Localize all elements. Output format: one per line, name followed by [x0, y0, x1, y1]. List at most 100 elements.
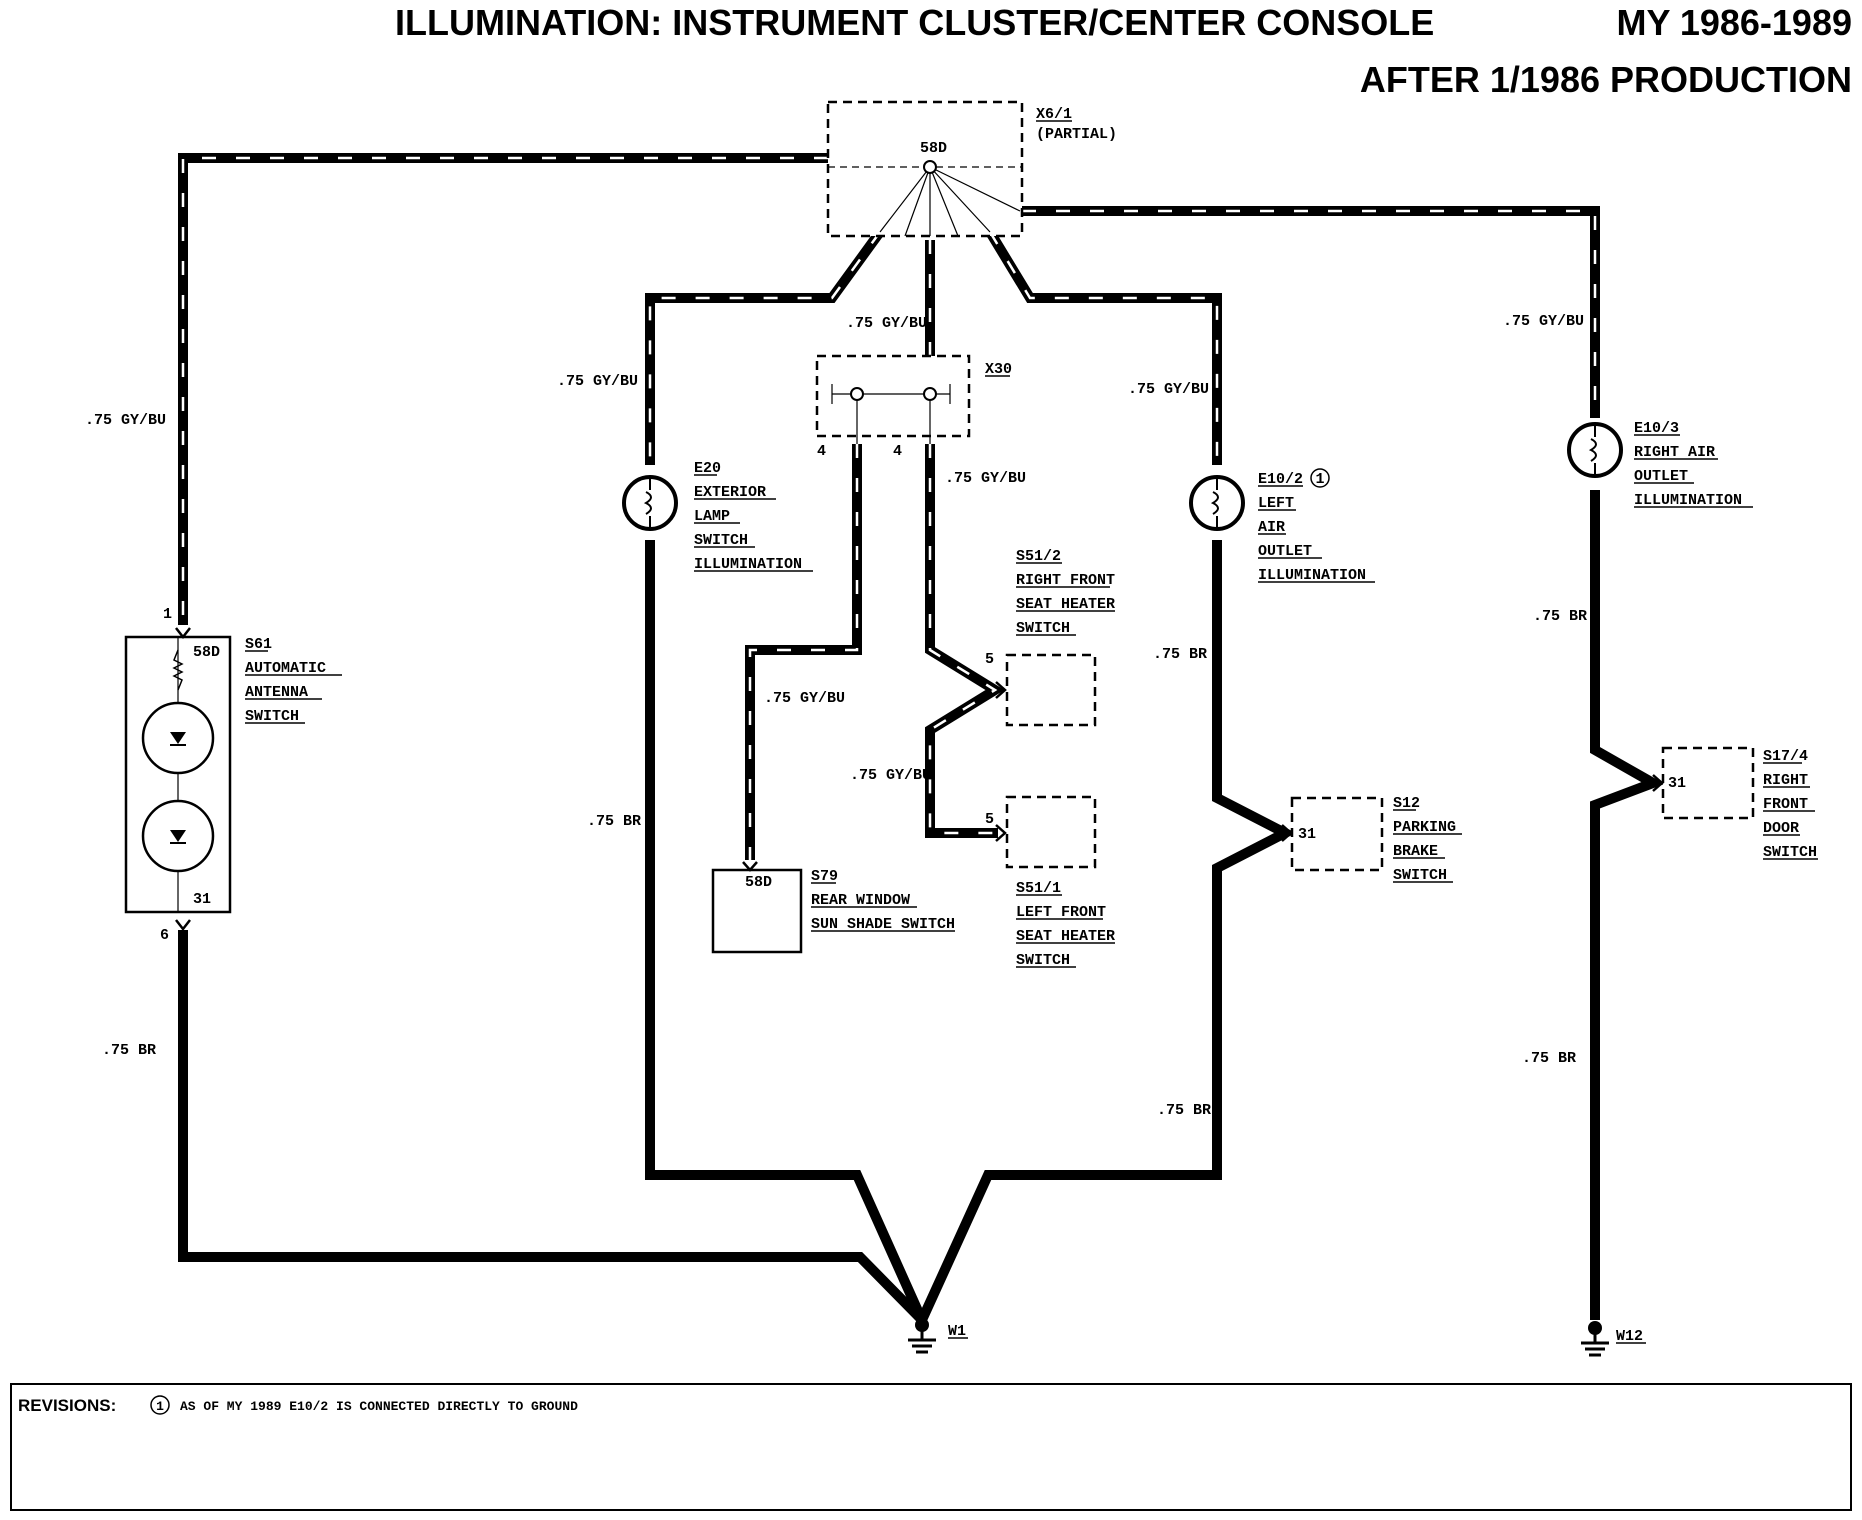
e10-3-name-1: RIGHT AIR: [1634, 444, 1715, 461]
s51-2-name-1: RIGHT FRONT: [1016, 572, 1115, 589]
wire-label: .75 GY/BU: [945, 470, 1026, 487]
production-note: AFTER 1/1986 PRODUCTION: [1360, 59, 1852, 100]
e10-2-name-1: LEFT: [1258, 495, 1294, 512]
x30-pin-right: 4: [893, 443, 902, 460]
diagram-title: ILLUMINATION: INSTRUMENT CLUSTER/CENTER …: [395, 2, 1434, 43]
s51-1-name-1: LEFT FRONT: [1016, 904, 1106, 921]
component-s12: 31 S12 PARKING BRAKE SWITCH: [1281, 795, 1462, 884]
s51-2-name-3: SWITCH: [1016, 620, 1070, 637]
component-e20: E20 EXTERIOR LAMP SWITCH ILLUMINATION: [622, 460, 813, 573]
connector-x6-1: 58D X6/1 (PARTIAL): [826, 100, 1117, 238]
wire-label: .75 GY/BU: [764, 690, 845, 707]
s61-pin-bottom: 6: [160, 927, 169, 944]
wire-label: .75 GY/BU: [1128, 381, 1209, 398]
component-s61: 1 58D 31 6 S61 AUTOMATIC ANTENNA SWITCH: [124, 606, 342, 944]
e20-id: E20: [694, 460, 721, 477]
s17-4-name-3: DOOR: [1763, 820, 1799, 837]
wire-s51-feed: [925, 444, 1005, 838]
e20-name-4: ILLUMINATION: [694, 556, 802, 573]
connector-x30-box: [815, 354, 971, 438]
gybu-wires: [178, 153, 1600, 860]
s51-2-pin: 5: [985, 651, 994, 668]
s61-pin-top: 1: [163, 606, 172, 623]
e10-2-name-4: ILLUMINATION: [1258, 567, 1366, 584]
wire-label: .75 BR: [102, 1042, 156, 1059]
e20-name-1: EXTERIOR: [694, 484, 766, 501]
s51-1-pin: 5: [985, 811, 994, 828]
wire-label: .75 GY/BU: [557, 373, 638, 390]
s12-id: S12: [1393, 795, 1420, 812]
component-s51-2: 5 S51/2 RIGHT FRONT SEAT HEATER SWITCH: [985, 548, 1115, 727]
wire-label: .75 GY/BU: [1503, 313, 1584, 330]
wire-s61-ground: [178, 930, 926, 1324]
x6-1-note: (PARTIAL): [1036, 126, 1117, 143]
wire-e10-3-feed: [1022, 206, 1600, 418]
s61-id: S61: [245, 636, 272, 653]
ground-w1-label: W1: [948, 1323, 966, 1340]
model-year: MY 1986-1989: [1616, 2, 1852, 43]
wire-e10-3-ground: [1590, 490, 1665, 1320]
wire-label: .75 GY/BU: [85, 412, 166, 429]
e10-2-name-3: OUTLET: [1258, 543, 1312, 560]
ground-w12-label: W12: [1616, 1328, 1643, 1345]
revisions-text: AS OF MY 1989 E10/2 IS CONNECTED DIRECTL…: [180, 1399, 578, 1414]
ground-w12: W12: [1581, 1321, 1646, 1357]
s61-pin-58d: 58D: [193, 644, 220, 661]
s51-1-housing: [1005, 795, 1097, 869]
wire-e10-2-feed: [985, 229, 1222, 465]
wire-e20-e10-2-ground: [645, 540, 1296, 1333]
x30-pin-left: 4: [817, 443, 826, 460]
e10-2-marker: 1: [1315, 471, 1324, 488]
connector-x30: X30 4 4: [815, 354, 1012, 460]
s17-4-name-1: RIGHT: [1763, 772, 1808, 789]
component-s51-1: 5 S51/1 LEFT FRONT SEAT HEATER SWITCH: [985, 795, 1115, 969]
s51-2-name-2: SEAT HEATER: [1016, 596, 1115, 613]
component-e10-3: E10/3 RIGHT AIR OUTLET ILLUMINATION: [1567, 420, 1753, 509]
ground-w1: W1: [908, 1318, 968, 1354]
e20-name-2: LAMP: [694, 508, 730, 525]
wire-labels: .75 GY/BU .75 GY/BU .75 GY/BU .75 GY/BU …: [85, 313, 1587, 1119]
x30-id: X30: [985, 361, 1012, 378]
s61-name-1: AUTOMATIC: [245, 660, 326, 677]
e10-3-name-3: ILLUMINATION: [1634, 492, 1742, 509]
s61-name-3: SWITCH: [245, 708, 299, 725]
s51-1-id: S51/1: [1016, 880, 1061, 897]
s51-1-name-3: SWITCH: [1016, 952, 1070, 969]
s79-housing: [711, 868, 803, 954]
component-s79: 58D S79 REAR WINDOW SUN SHADE SWITCH: [711, 861, 955, 954]
e20-name-3: SWITCH: [694, 532, 748, 549]
s12-name-2: BRAKE: [1393, 843, 1438, 860]
splice-node: [923, 160, 937, 174]
s17-4-id: S17/4: [1763, 748, 1808, 765]
br-wires: [178, 490, 1665, 1333]
s17-4-pin: 31: [1668, 775, 1686, 792]
wire-label: .75 BR: [1157, 1102, 1211, 1119]
s61-pin-31: 31: [193, 891, 211, 908]
s12-pin: 31: [1298, 826, 1316, 843]
s12-name-1: PARKING: [1393, 819, 1456, 836]
s79-pin: 58D: [745, 874, 772, 891]
component-s17-4: 31 S17/4 RIGHT FRONT DOOR SWITCH: [1652, 746, 1818, 861]
revision-marker: [1310, 468, 1330, 488]
wire-s61-feed: [178, 153, 828, 625]
x6-1-id: X6/1: [1036, 106, 1072, 123]
s12-housing: [1290, 796, 1384, 872]
e10-2-id: E10/2: [1258, 471, 1303, 488]
s17-4-name-2: FRONT: [1763, 796, 1808, 813]
s51-2-housing: [1005, 653, 1097, 727]
s79-name-1: REAR WINDOW: [811, 892, 910, 909]
s17-4-name-4: SWITCH: [1763, 844, 1817, 861]
e10-3-name-2: OUTLET: [1634, 468, 1688, 485]
wire-s79-feed: [745, 444, 862, 860]
s51-1-name-2: SEAT HEATER: [1016, 928, 1115, 945]
e10-3-id: E10/3: [1634, 420, 1679, 437]
revisions-box: [10, 1383, 1852, 1511]
wire-label: .75 GY/BU: [850, 767, 931, 784]
revisions-label: REVISIONS:: [18, 1396, 116, 1415]
e10-2-name-2: AIR: [1258, 519, 1285, 536]
s61-name-2: ANTENNA: [245, 684, 308, 701]
s79-id: S79: [811, 868, 838, 885]
wire-label: .75 GY/BU: [846, 315, 927, 332]
revisions-panel: REVISIONS: 1 AS OF MY 1989 E10/2 IS CONN…: [10, 1383, 1852, 1511]
